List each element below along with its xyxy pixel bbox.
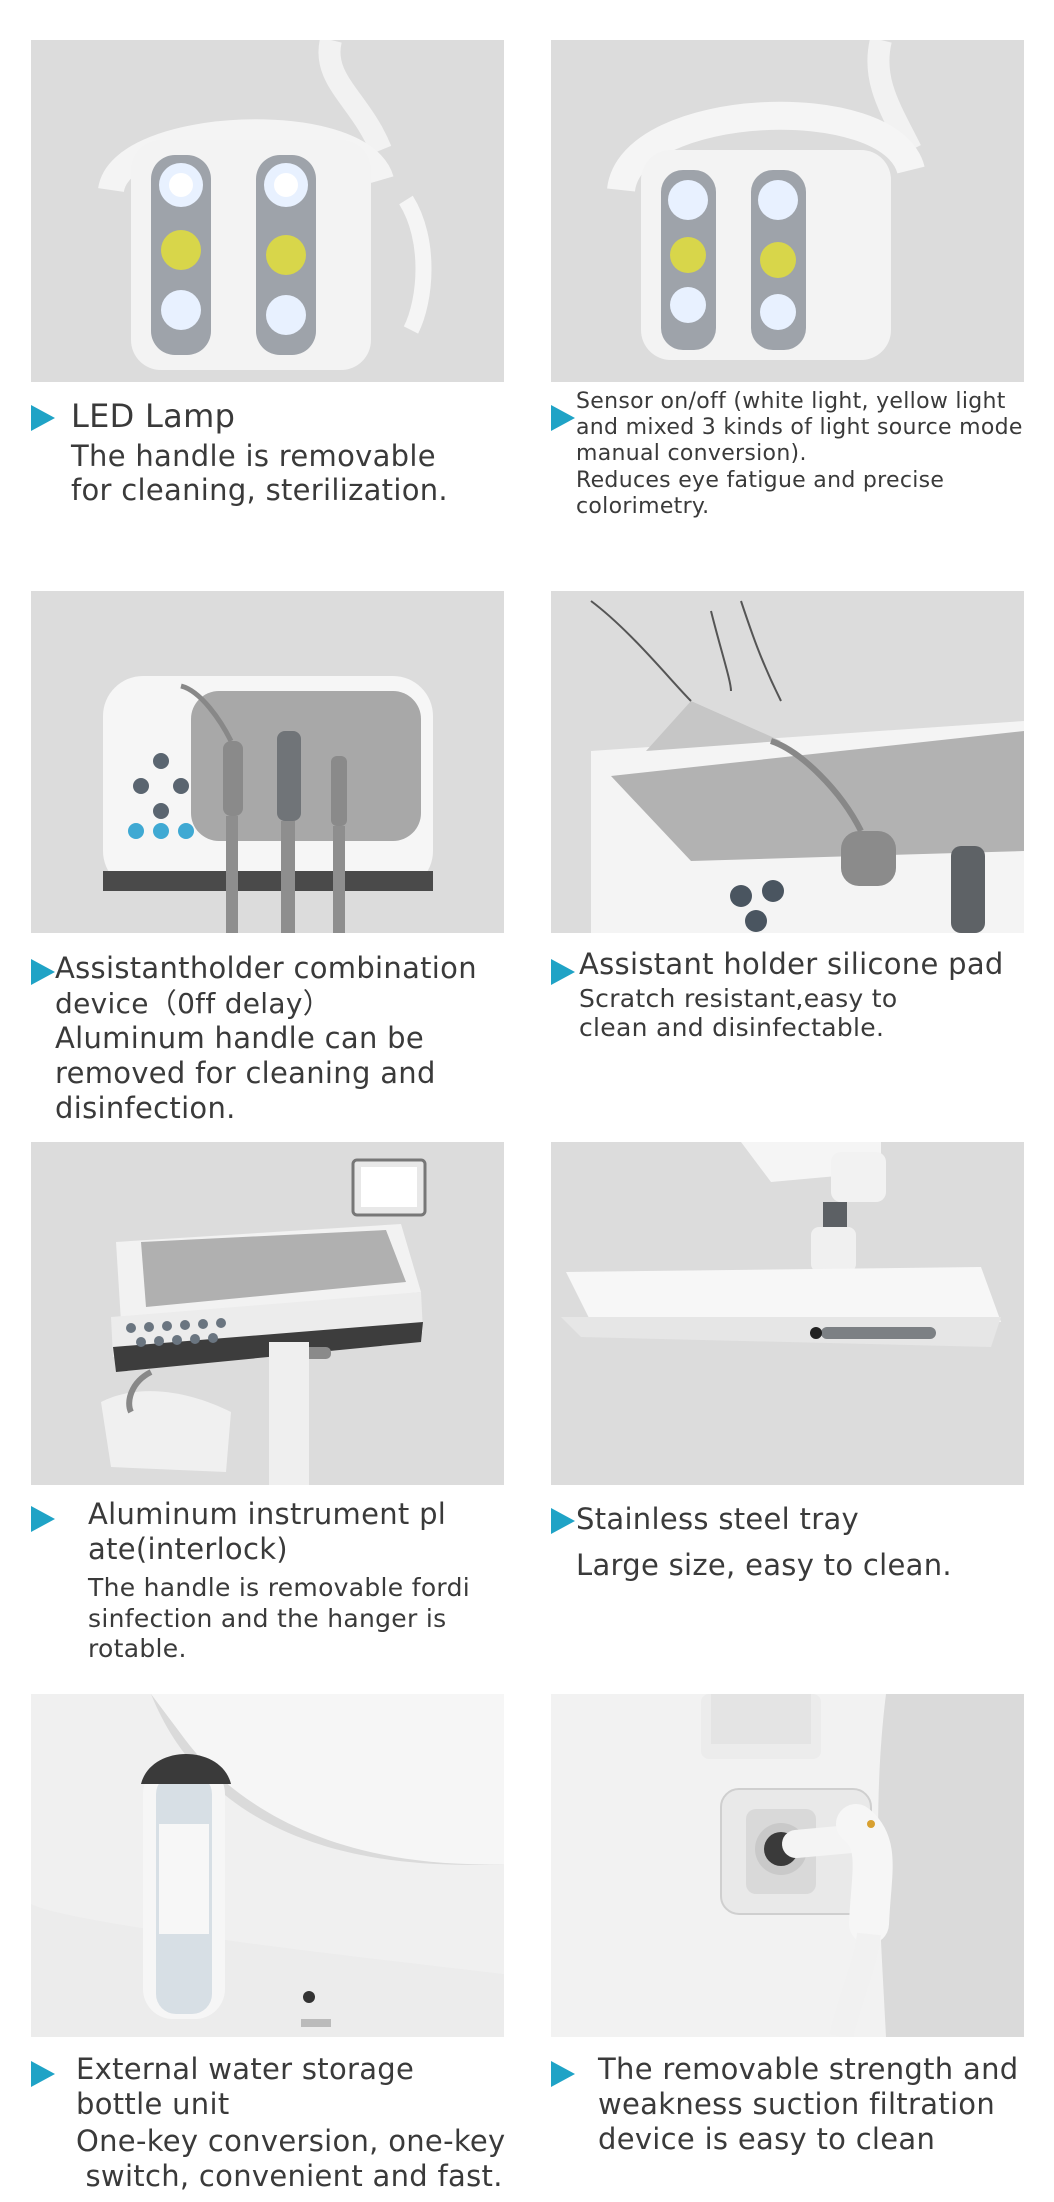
- item-title: Assistant holder silicone pad: [579, 947, 1004, 981]
- item-title: LED Lamp: [71, 397, 236, 435]
- assistant-holder-photo: [31, 591, 504, 933]
- steel-tray-photo: [551, 1142, 1024, 1485]
- item-description: Scratch resistant,easy to clean and disi…: [579, 984, 898, 1043]
- bullet-arrow-icon: [31, 405, 55, 431]
- bullet-arrow-icon: [551, 405, 575, 431]
- bullet-arrow-icon: [31, 1506, 55, 1532]
- item-title: The removable strength and weakness suct…: [598, 2052, 1019, 2157]
- item-description: Large size, easy to clean.: [576, 1548, 952, 1582]
- item-title: External water storage bottle unit: [76, 2052, 415, 2122]
- bullet-arrow-icon: [551, 959, 575, 985]
- bullet-arrow-icon: [551, 1508, 575, 1534]
- item-description: The handle is removable fordi sinfection…: [88, 1573, 470, 1663]
- bullet-arrow-icon: [31, 959, 55, 985]
- item-description: One-key conversion, one-key switch, conv…: [76, 2124, 506, 2194]
- item-title: Assistantholder combination: [55, 951, 477, 985]
- bullet-arrow-icon: [31, 2061, 55, 2087]
- item-title: Aluminum instrument pl ate(interlock): [88, 1497, 447, 1567]
- silicone-pad-photo: [551, 591, 1024, 933]
- item-title: Stainless steel tray: [576, 1502, 859, 1536]
- instrument-plate-photo: [31, 1142, 504, 1485]
- led-lamp-photo: [31, 40, 504, 382]
- item-description: Sensor on/off (white light, yellow light…: [576, 389, 1023, 519]
- bullet-arrow-icon: [551, 2061, 575, 2087]
- lamp-sensor-photo: [551, 40, 1024, 382]
- item-description: device（0ff delay） Aluminum handle can be…: [55, 987, 436, 1126]
- suction-filter-photo: [551, 1694, 1024, 2037]
- water-bottle-photo: [31, 1694, 504, 2037]
- item-description: The handle is removable for cleaning, st…: [71, 439, 448, 507]
